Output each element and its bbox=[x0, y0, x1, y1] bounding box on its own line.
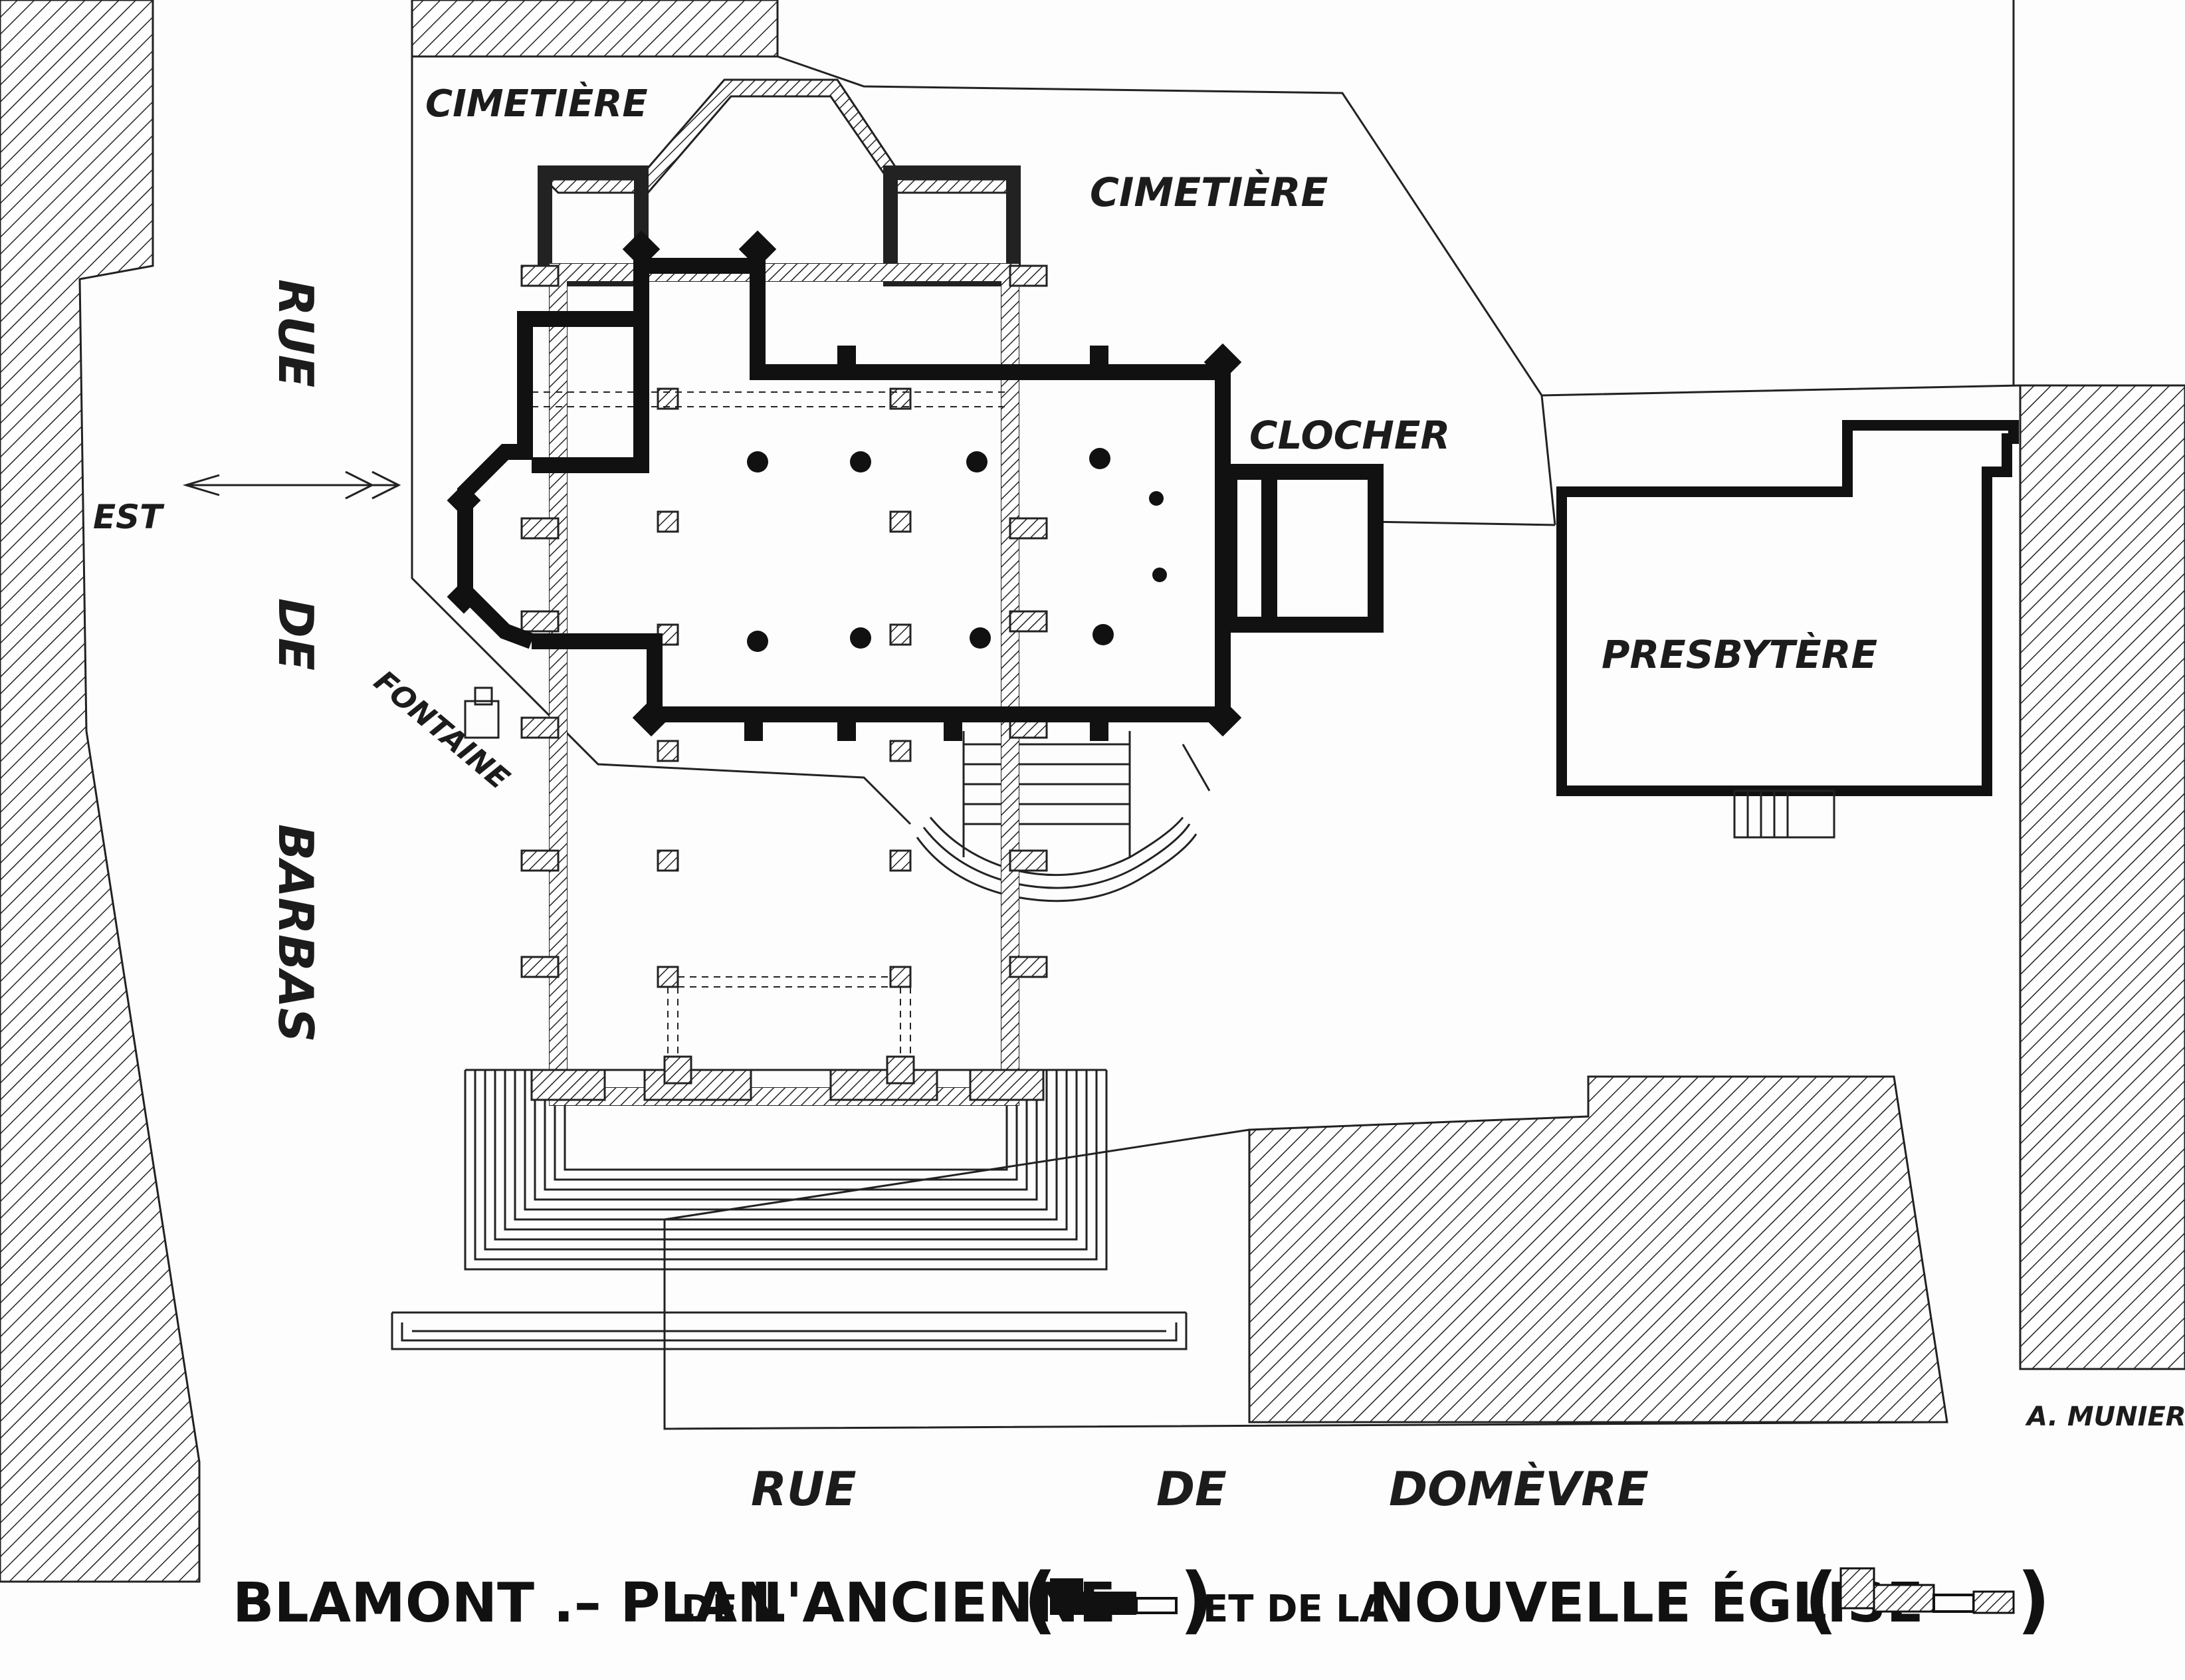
label-presbytere: PRESBYTÈRE bbox=[1602, 631, 1877, 677]
old-church-columns bbox=[747, 448, 1167, 652]
label-rue-barbas-2: DE bbox=[268, 598, 324, 671]
label-cimetiere-right: CIMETIÈRE bbox=[1090, 169, 1328, 216]
label-rue-barbas-1: RUE bbox=[268, 279, 324, 387]
side-steps bbox=[916, 731, 1197, 902]
label-rue-domevre-2: DE bbox=[1156, 1462, 1227, 1517]
plan-title: BLAMONT .– PLAN DE L'ANCIENNE ( ) ET DE … bbox=[233, 1557, 2050, 1642]
label-est: EST bbox=[93, 498, 165, 536]
presbytere-steps bbox=[1733, 789, 1835, 839]
label-rue-domevre-3: DOMÈVRE bbox=[1389, 1462, 1649, 1517]
new-church bbox=[520, 78, 1048, 1106]
label-rue-domevre-1: RUE bbox=[751, 1462, 857, 1517]
new-church-nave bbox=[549, 263, 1019, 1106]
title-part-4: ET DE LA bbox=[1203, 1588, 1389, 1631]
hatched-block-right bbox=[2019, 384, 2185, 1370]
label-author: A. MUNIER bbox=[2025, 1402, 2185, 1432]
legend-new-church: ( ) bbox=[1804, 1557, 2050, 1642]
svg-text:): ) bbox=[1180, 1557, 1213, 1642]
hatched-block-bottom bbox=[1248, 1075, 1948, 1423]
label-cimetiere-left: CIMETIÈRE bbox=[425, 82, 648, 126]
legend-old-church: ( ) bbox=[1023, 1557, 1213, 1642]
label-rue-barbas-3: BARBAS bbox=[268, 824, 324, 1043]
property-lines bbox=[411, 0, 2021, 1430]
old-church bbox=[457, 258, 1384, 722]
label-fontaine: FONTAINE bbox=[367, 664, 516, 796]
svg-text:): ) bbox=[2017, 1557, 2050, 1642]
svg-text:(: ( bbox=[1804, 1557, 1837, 1642]
front-steps bbox=[391, 1069, 1188, 1350]
clocher-building bbox=[1221, 464, 1384, 633]
hatched-block-top bbox=[411, 0, 779, 58]
presbytere-building bbox=[1556, 420, 2019, 796]
title-part-5: NOUVELLE ÉGLISE bbox=[1369, 1571, 1924, 1635]
hatched-block-left bbox=[0, 0, 201, 1583]
fontaine-icon bbox=[464, 686, 500, 739]
est-arrow-icon bbox=[182, 471, 401, 500]
label-clocher: CLOCHER bbox=[1249, 413, 1450, 458]
title-part-2: DE bbox=[681, 1588, 738, 1631]
title-part-1: BLAMONT .– PLAN bbox=[233, 1572, 783, 1635]
